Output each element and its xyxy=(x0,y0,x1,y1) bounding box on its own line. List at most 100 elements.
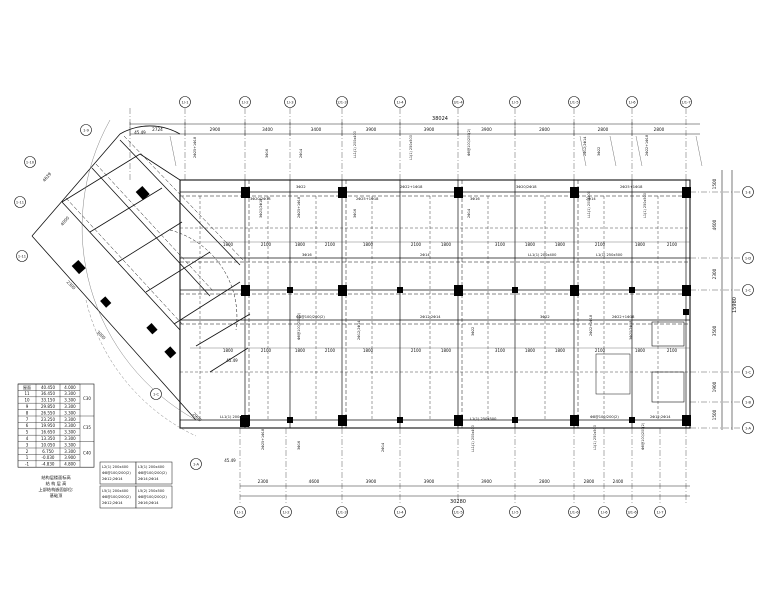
table-cell: 9 xyxy=(26,404,29,409)
column xyxy=(241,285,250,296)
right-dim-text: 2300 xyxy=(712,268,717,279)
axis-label: 3/1-6 xyxy=(627,511,637,515)
table-conc: C35 xyxy=(83,425,91,430)
legend-line-2: Φ8@100/200(2) xyxy=(138,495,167,499)
beam-note-vertical: L1(1) 250x500 xyxy=(409,135,413,160)
beam-note: 2Φ25+1Φ18 xyxy=(356,197,379,201)
axis-bubble xyxy=(654,506,666,518)
beam-legend-group: L2(1) 200x400Φ8@100/200(2)2Φ12;2Φ14L3(1)… xyxy=(99,461,173,509)
beam-note: 2Φ25+1Φ18 xyxy=(620,185,643,189)
table-conc: C30 xyxy=(83,396,91,401)
diag-dim-text: 4000 xyxy=(60,215,71,227)
beam-note-vertical: Φ8@100/200(2) xyxy=(297,312,301,340)
axis-label: 1-C xyxy=(153,392,160,396)
beam-note-vertical: 2Φ14 xyxy=(381,443,385,452)
axis-label: 1/1-7 xyxy=(681,101,690,105)
angle-dim-text: 45.49 xyxy=(224,458,236,463)
beam-note-vertical: L1(1) 250x500 xyxy=(643,193,647,218)
legend-line-1: L5(1) 200x400 xyxy=(102,489,129,493)
beam-note: L1(1) 250x500 xyxy=(470,417,497,421)
top-dim-text: 2800 xyxy=(539,127,550,132)
legend-line-1: L2(1) 200x400 xyxy=(102,465,129,469)
axis-bubble xyxy=(394,96,406,108)
column xyxy=(570,187,579,198)
beam-note-vertical: 3Φ16 xyxy=(297,441,301,450)
column xyxy=(570,285,579,296)
beam-note-vertical: 3Φ16 xyxy=(265,149,269,158)
legend-line-3: 2Φ12;2Φ14 xyxy=(102,477,123,481)
axis-bubble xyxy=(598,506,610,518)
beam-note-vertical: 3Φ20/2Φ18 xyxy=(629,321,633,340)
axis-bubble xyxy=(190,458,202,470)
beam-note: 3Φ16 xyxy=(302,253,312,257)
row-dim-text: 2100 xyxy=(595,348,606,353)
axis-bubble xyxy=(742,396,754,408)
column xyxy=(241,187,250,198)
diag-dim-text: 3000 xyxy=(96,329,107,340)
row-dim-text: 1800 xyxy=(525,348,536,353)
row-dim-text: 2100 xyxy=(411,242,422,247)
row-dim-text: 1800 xyxy=(635,242,646,247)
axis-bubble xyxy=(509,506,521,518)
axis-bubble xyxy=(626,96,638,108)
axis-label: 1/-1 xyxy=(181,101,188,105)
column xyxy=(338,187,347,198)
axis-label: 1/1-5 xyxy=(453,511,462,515)
table-footer: 上部结构嵌固部位: xyxy=(39,486,74,493)
table-cell: 8 xyxy=(26,410,29,415)
table-cell: 4.000 xyxy=(64,385,76,390)
column xyxy=(682,285,691,296)
axis-label: 1/-5 xyxy=(511,511,518,515)
legend-line-3: 2Φ16;2Φ14 xyxy=(138,501,159,505)
axis-bubble xyxy=(150,388,162,400)
column xyxy=(570,415,579,426)
axis-label: 1/-5 xyxy=(511,101,518,105)
diag-dim-text: 2900 xyxy=(192,411,203,422)
bottom-axis-group: 1/-123001/-246001/1-339001/-439001/1-539… xyxy=(234,428,687,518)
beam-note-vertical: 3Φ16 xyxy=(353,209,357,218)
column-small xyxy=(397,417,403,423)
beam-note: Φ8@100/200(2) xyxy=(296,315,325,319)
row-dim-text: 2100 xyxy=(595,242,606,247)
axis-label: 1/-2 xyxy=(241,101,248,105)
axis-bubble xyxy=(680,96,692,108)
axis-bubble xyxy=(80,124,92,136)
diag-dim-text: 4629 xyxy=(42,171,53,183)
table-footer: 基础顶 xyxy=(50,492,63,499)
bottom-dim-text: 3900 xyxy=(366,479,377,484)
beam-note-vertical: L1(1) 250x500 xyxy=(593,425,597,450)
row-dim-text: 3100 xyxy=(495,242,506,247)
bottom-dim-text: 4600 xyxy=(309,479,320,484)
row-dim-text: 1800 xyxy=(525,242,536,247)
beam-note-vertical: LL1(1) 200x400 xyxy=(353,131,357,158)
table-conc: C40 xyxy=(83,450,91,455)
top-dim-text: 3900 xyxy=(366,127,377,132)
left-axis-group: 1-91-101-111-111-C1-A xyxy=(14,124,202,470)
axis-label: 1/-4 xyxy=(396,101,404,105)
beam-note-vertical: Φ8@100/200(2) xyxy=(467,128,471,156)
table-cell: -0.030 xyxy=(42,455,55,460)
column xyxy=(682,187,691,198)
axis-label: 1/1-5 xyxy=(569,101,578,105)
table-footer: 结 构 层 高 xyxy=(46,480,67,487)
legend-line-3: 2Φ12;2Φ14 xyxy=(102,501,123,505)
axis-bubble xyxy=(742,186,754,198)
bottom-dim-text: 2300 xyxy=(258,479,269,484)
beam-note-vertical: Φ8@100/200(2) xyxy=(641,422,645,450)
row-dim-text: 3100 xyxy=(495,348,506,353)
leader-line xyxy=(609,135,617,167)
table-cell: 7 xyxy=(26,417,29,422)
beam-note: 3Φ20/2Φ18 xyxy=(250,197,271,201)
right-dim-text: 1500 xyxy=(712,178,717,189)
table-cell: 10 xyxy=(24,398,30,403)
axis-label: 2/1-3 xyxy=(337,101,346,105)
table-cell: 3.300 xyxy=(64,442,76,447)
right-overall-dim: 15980 xyxy=(732,297,738,313)
beam-note-vertical: LL1(1) 200x400 xyxy=(587,191,591,218)
axis-label: 1-11 xyxy=(16,200,24,204)
axis-bubble xyxy=(568,506,580,518)
table-cell: 屋面 xyxy=(23,384,31,390)
angle-dim-text: 45.49 xyxy=(226,358,238,363)
bottom-dim-text: 3900 xyxy=(481,479,492,484)
